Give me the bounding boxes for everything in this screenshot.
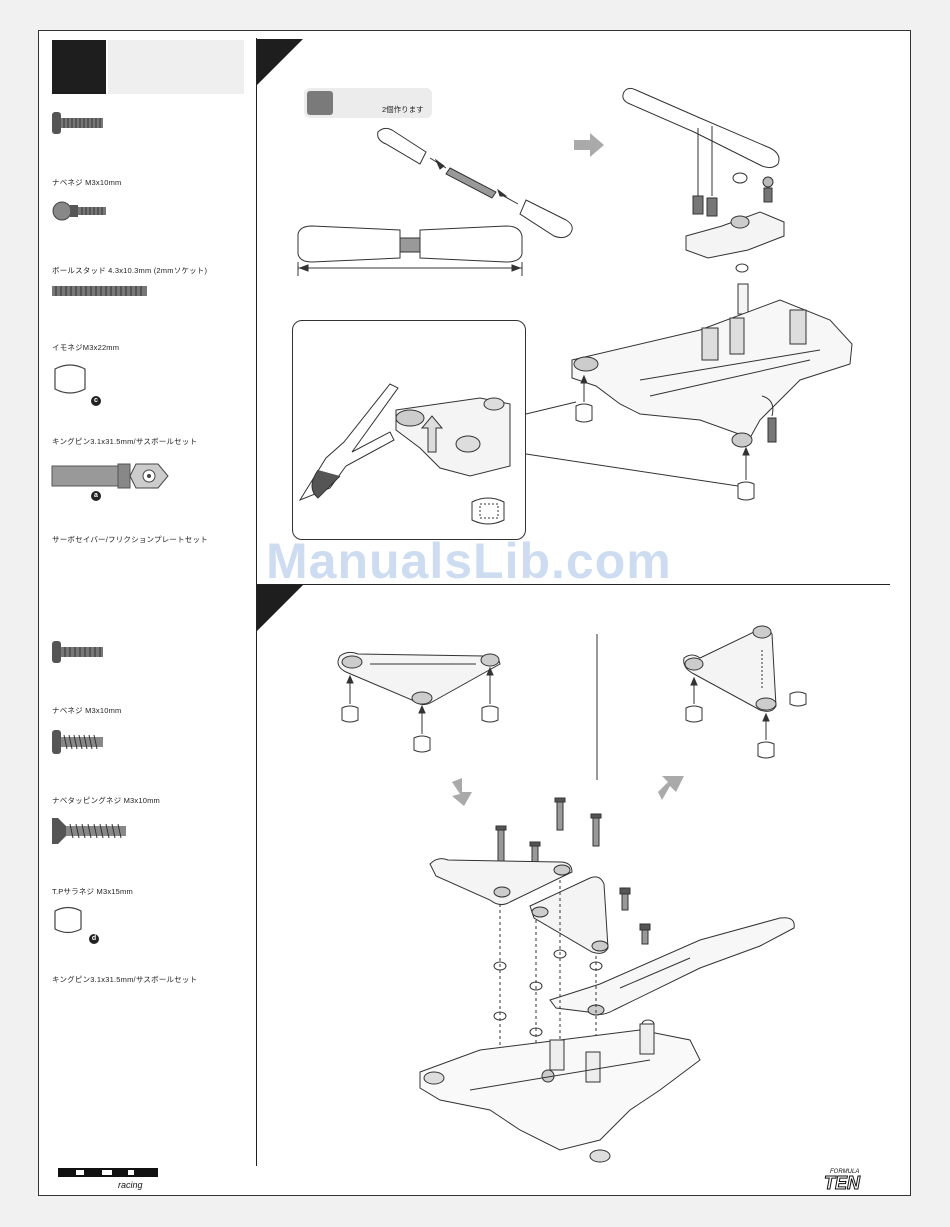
direction-arrow-left [452,778,472,806]
upper-plates-stack [430,859,608,954]
chassis-bottom [420,1024,700,1162]
watermark: ManualsLib.com [266,532,672,590]
svg-text:racing: racing [118,1180,143,1190]
upper-plate-left [338,652,500,704]
svg-text:TEN: TEN [824,1173,861,1193]
direction-arrow-right [658,776,684,800]
upper-plate-right [684,626,776,711]
hpi-racing-logo: racing [58,1166,160,1190]
formula-ten-logo: FORMULA TEN [822,1165,896,1191]
